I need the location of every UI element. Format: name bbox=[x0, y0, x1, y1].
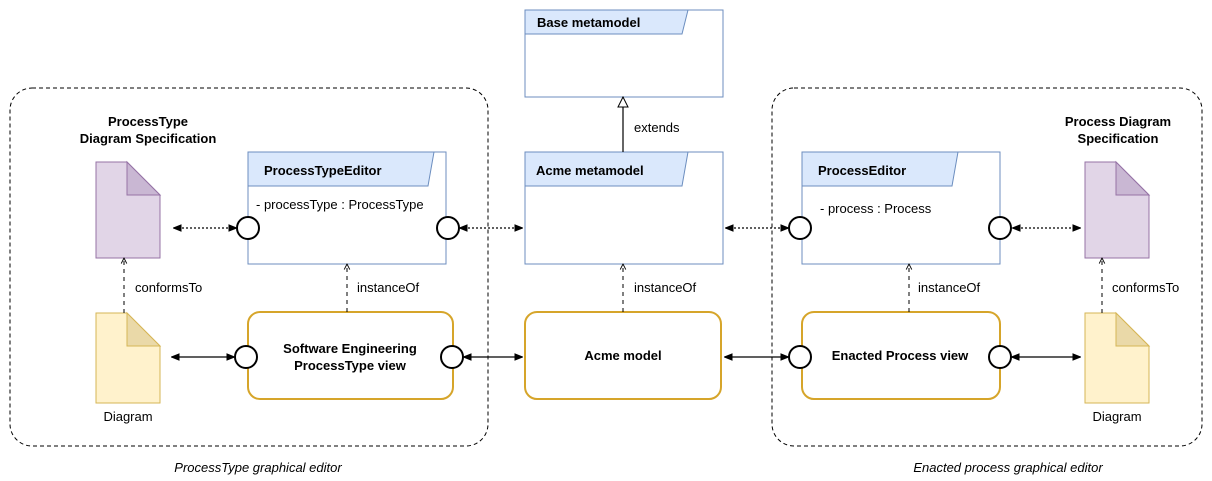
extends-label: extends bbox=[634, 120, 680, 135]
process-editor-title: ProcessEditor bbox=[818, 163, 906, 178]
ptype-view-label-line1: Software Engineering bbox=[283, 341, 417, 356]
acme-metamodel-title: Acme metamodel bbox=[536, 163, 644, 178]
left-diagram-label: Diagram bbox=[103, 409, 152, 424]
processtype-editor-title: ProcessTypeEditor bbox=[264, 163, 382, 178]
right-spec-title-line2: Specification bbox=[1078, 131, 1159, 146]
conformsto-right-label: conformsTo bbox=[1112, 280, 1179, 295]
enacted-view-right-port bbox=[988, 345, 1012, 369]
instanceof-right-label: instanceOf bbox=[918, 280, 981, 295]
right-diagram-document-icon bbox=[1084, 311, 1151, 404]
left-diagram-document-icon bbox=[95, 311, 162, 404]
base-metamodel-title: Base metamodel bbox=[537, 15, 640, 30]
ptype-view-label-line2: ProcessType view bbox=[294, 358, 407, 373]
enacted-view-left-port bbox=[788, 345, 812, 369]
processtype-editor-group-title: ProcessType graphical editor bbox=[174, 460, 342, 475]
process-editor-left-port bbox=[788, 216, 812, 240]
enacted-process-view-label: Enacted Process view bbox=[832, 348, 969, 363]
process-editor-group-title: Enacted process graphical editor bbox=[913, 460, 1103, 475]
ptype-editor-right-port bbox=[436, 216, 460, 240]
ptype-editor-left-port bbox=[236, 216, 260, 240]
processtype-editor-group bbox=[9, 87, 489, 447]
process-editor-right-port bbox=[988, 216, 1012, 240]
conformsto-left-label: conformsTo bbox=[135, 280, 202, 295]
base-metamodel-package: Base metamodel bbox=[524, 9, 724, 98]
acme-model-label: Acme model bbox=[584, 348, 661, 363]
process-editor-group bbox=[771, 87, 1203, 447]
right-spec-title-line1: Process Diagram bbox=[1065, 114, 1171, 129]
ptype-view-left-port bbox=[234, 345, 258, 369]
instanceof-center-label: instanceOf bbox=[634, 280, 697, 295]
instanceof-left-label: instanceOf bbox=[357, 280, 420, 295]
right-diagram-label: Diagram bbox=[1092, 409, 1141, 424]
right-spec-document-icon bbox=[1084, 160, 1151, 259]
processtype-editor-package: ProcessTypeEditor - processType : Proces… bbox=[247, 151, 447, 265]
processtype-editor-attribute: - processType : ProcessType bbox=[256, 197, 424, 212]
left-spec-title-line2: Diagram Specification bbox=[80, 131, 217, 146]
process-editor-package: ProcessEditor - process : Process bbox=[801, 151, 1001, 265]
left-spec-document-icon bbox=[95, 160, 162, 259]
process-editor-attribute: - process : Process bbox=[820, 201, 932, 216]
acme-metamodel-package: Acme metamodel bbox=[524, 151, 724, 265]
left-spec-title-line1: ProcessType bbox=[108, 114, 188, 129]
ptype-view-right-port bbox=[440, 345, 464, 369]
